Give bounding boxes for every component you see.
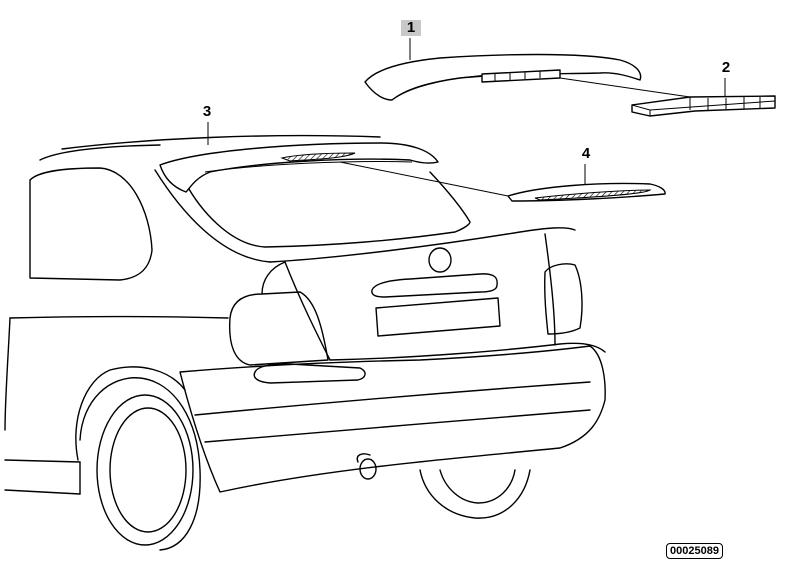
rear-spoiler-installed	[159, 142, 439, 193]
brake-light-lens-part	[507, 182, 666, 202]
brake-light-bracket-part	[631, 95, 776, 117]
callout-2[interactable]: 2	[721, 59, 731, 76]
car-rear-view	[4, 134, 606, 551]
diagram-reference-number: 00025089	[666, 543, 723, 559]
rear-spoiler-part	[364, 53, 642, 101]
callout-1[interactable]: 1	[401, 20, 421, 36]
callout-4[interactable]: 4	[581, 145, 591, 162]
leader-lines	[207, 38, 726, 197]
callout-3[interactable]: 3	[202, 103, 212, 120]
